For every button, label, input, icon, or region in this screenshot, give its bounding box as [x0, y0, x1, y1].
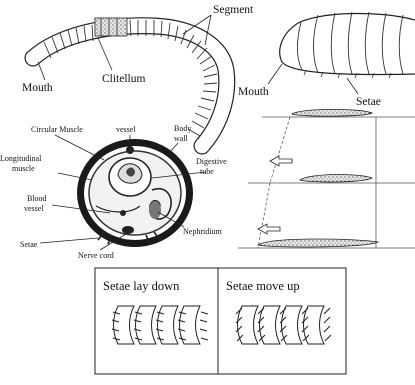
setae-panel: Setae lay down Setae move up — [95, 268, 346, 374]
closeup-worm: Mouth Setae — [238, 12, 415, 108]
setae-label: Setae — [20, 240, 38, 249]
closeup-setae-label: Setae — [356, 96, 381, 108]
nerve-cord-label: Nerve cord — [78, 251, 114, 260]
segment-label: Segment — [213, 4, 254, 16]
dorsal-vessel — [126, 146, 134, 154]
left-arrow-icon — [258, 224, 280, 234]
clitellum-band — [95, 18, 127, 36]
left-arrow-icon — [270, 156, 292, 166]
blood-vessel-label: Blood — [27, 194, 47, 203]
nephridium-label: Nephridium — [183, 227, 222, 236]
locomotion-sequence — [238, 109, 415, 248]
clitellum-label: Clitellum — [102, 73, 146, 85]
body-wall-label-2: wall — [174, 134, 189, 143]
ventral-vessel — [120, 210, 126, 216]
setae-move-up-title: Setae move up — [226, 279, 300, 293]
blood-vessel-label-2: vessel — [24, 204, 44, 213]
mouth-label: Mouth — [22, 82, 53, 94]
closeup-mouth-label: Mouth — [238, 86, 269, 98]
circular-muscle-label: Circular Muscle — [31, 125, 83, 134]
setae-lay-down-title: Setae lay down — [103, 279, 180, 293]
body-wall-label: Body — [174, 124, 191, 133]
longitudinal-muscle-label-2: muscle — [12, 164, 35, 173]
digestive-tube-label: Digestive — [196, 157, 227, 166]
cross-section: Circular Muscle vessel Body wall Longitu… — [0, 124, 227, 260]
nerve-cord — [122, 226, 134, 234]
vessel-label: vessel — [116, 125, 136, 134]
longitudinal-muscle-label: Longitudinal — [0, 154, 42, 163]
digestive-tube-label-2: tube — [200, 167, 214, 176]
